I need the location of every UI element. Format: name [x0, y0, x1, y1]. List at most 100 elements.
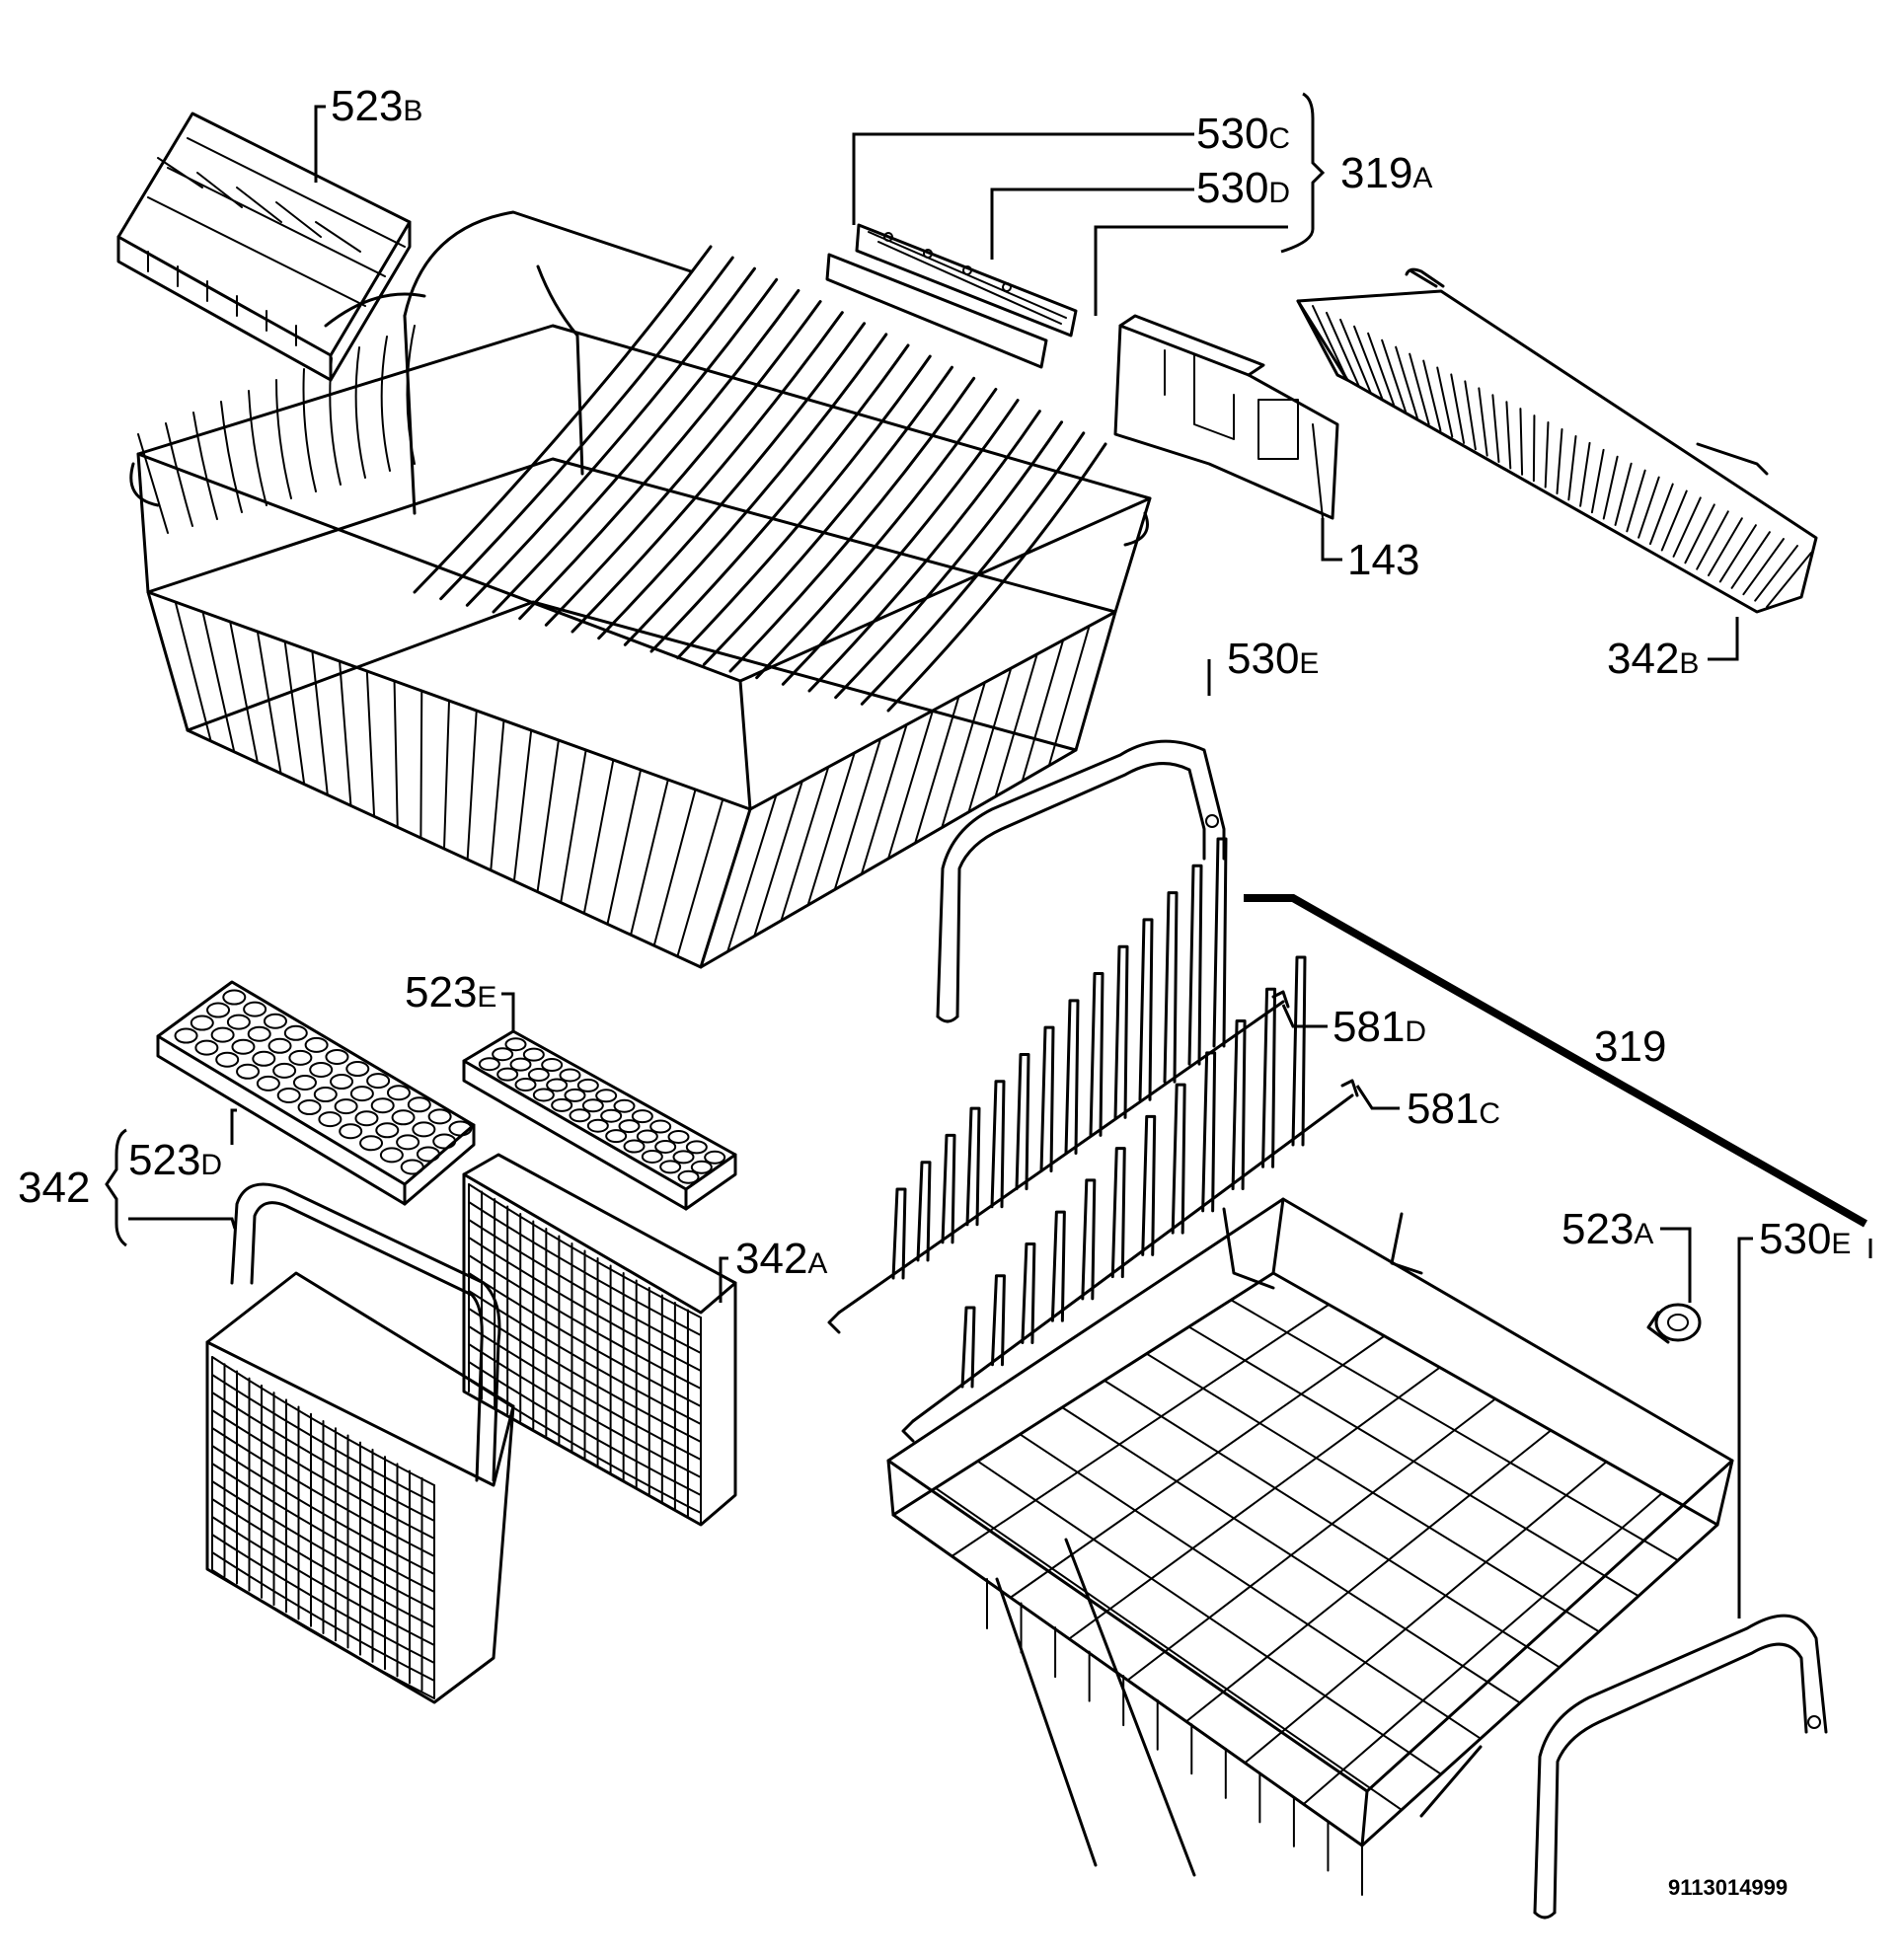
grid-hole — [256, 1075, 280, 1091]
grid-hole — [396, 1134, 420, 1151]
label-342A: 342A — [735, 1235, 827, 1283]
wire — [960, 1306, 976, 1389]
grid-hole — [325, 1048, 349, 1065]
label-319: 319 — [1594, 1022, 1666, 1071]
grid-hole — [206, 1002, 231, 1018]
wire — [994, 652, 1038, 798]
grid-hole — [496, 1067, 519, 1082]
grid-hole — [613, 1098, 636, 1113]
wire — [211, 1569, 435, 1699]
grid-hole — [194, 1039, 219, 1056]
label-530C: 530C — [1196, 110, 1290, 158]
grid-hole — [292, 1074, 317, 1091]
wire — [1395, 345, 1418, 419]
wire — [1532, 414, 1536, 483]
wire — [1718, 524, 1757, 583]
label-143: 143 — [1347, 536, 1419, 584]
wire — [192, 412, 218, 520]
wire — [1021, 639, 1065, 783]
grid-hole — [391, 1109, 416, 1126]
grid-hole — [569, 1108, 591, 1123]
wire — [1614, 462, 1633, 526]
grid-hole — [283, 1024, 308, 1041]
wire — [780, 766, 830, 922]
wire — [229, 621, 259, 764]
grid-hole — [504, 1037, 527, 1052]
wire — [536, 739, 560, 893]
grid-hole — [252, 1050, 276, 1067]
wire — [582, 759, 615, 915]
grid-hole — [400, 1159, 424, 1175]
grid-hole — [527, 1068, 550, 1083]
wire — [1339, 318, 1372, 394]
wire — [560, 749, 587, 904]
wire — [753, 780, 803, 938]
grid-hole — [685, 1140, 708, 1155]
wire — [1244, 1461, 1608, 1765]
wire — [886, 442, 1107, 713]
wire — [1436, 366, 1454, 438]
grid-hole — [605, 1129, 628, 1144]
wire — [1075, 611, 1116, 751]
wire — [806, 751, 856, 907]
wire — [597, 322, 867, 640]
label-530E-bottom: 530E — [1759, 1215, 1851, 1263]
wire — [1212, 837, 1228, 1048]
part-523D-grid — [156, 980, 476, 1206]
wire — [834, 420, 1064, 700]
grid-hole — [509, 1057, 532, 1072]
grid-hole — [576, 1078, 599, 1092]
wire — [311, 650, 329, 796]
grid-hole — [412, 1121, 436, 1138]
wire — [1302, 1492, 1663, 1806]
grid-hole — [359, 1135, 384, 1152]
grid-hole — [379, 1147, 404, 1164]
wire — [1672, 496, 1702, 558]
label-523D: 523D — [128, 1136, 222, 1184]
label-342: 342 — [18, 1164, 90, 1212]
wire — [1171, 1083, 1186, 1235]
drawing-code: 9113014999 — [1668, 1875, 1788, 1900]
grid-hole — [636, 1129, 658, 1144]
wire — [1201, 1051, 1217, 1213]
wire — [1409, 352, 1430, 425]
grid-hole — [263, 1013, 287, 1029]
grid-hole — [318, 1111, 343, 1128]
wire — [1766, 552, 1812, 608]
wire — [1015, 1052, 1030, 1191]
wire — [283, 640, 306, 786]
wire — [220, 401, 243, 513]
leader-lines — [105, 92, 1872, 1618]
wire — [606, 769, 643, 926]
wire — [393, 680, 399, 829]
grid-hole — [432, 1133, 457, 1150]
grid-hole — [236, 1063, 261, 1080]
part-523B-cup-rack — [116, 112, 412, 382]
grid-hole — [641, 1149, 663, 1164]
grid-hole — [623, 1139, 646, 1154]
wire — [990, 1274, 1006, 1367]
wire — [439, 256, 734, 601]
wire — [1312, 305, 1348, 381]
grid-hole — [339, 1123, 363, 1140]
wire — [990, 1080, 1006, 1209]
grid-hole — [551, 1097, 573, 1112]
wire — [781, 399, 1020, 686]
wire — [1089, 972, 1104, 1137]
grid-hole — [334, 1098, 358, 1115]
wire — [860, 431, 1086, 706]
grid-hole — [492, 1047, 514, 1062]
wire — [1579, 441, 1591, 507]
grid-hole — [667, 1129, 690, 1144]
separator-line — [1244, 894, 1867, 1228]
wire — [443, 700, 450, 850]
wire — [807, 410, 1041, 693]
part-530C-530D-rails — [825, 223, 1078, 369]
wire — [965, 1106, 981, 1227]
wire — [147, 591, 189, 731]
wire — [1478, 387, 1488, 457]
grid-hole — [514, 1078, 537, 1092]
wire — [466, 710, 478, 861]
grid-hole — [226, 1014, 251, 1030]
wire — [1450, 373, 1466, 444]
